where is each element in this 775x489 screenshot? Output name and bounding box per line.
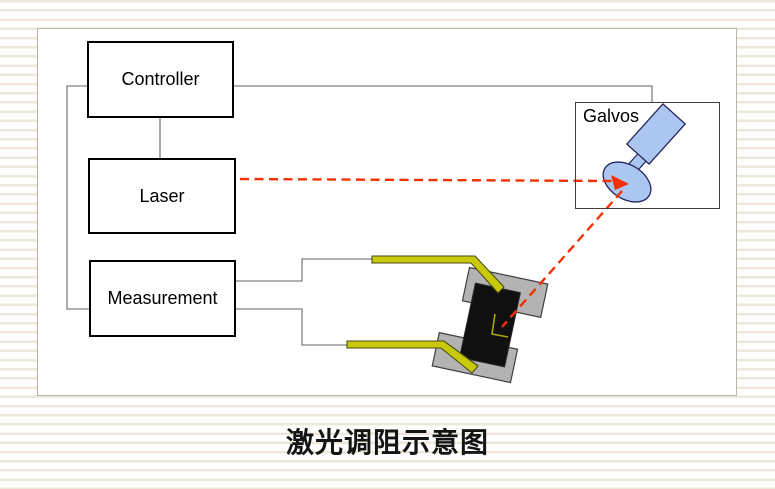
- node-controller: Controller: [87, 41, 234, 118]
- galvo-cylinder: [625, 102, 687, 166]
- node-measurement: Measurement: [89, 260, 236, 337]
- resistor-assembly: [431, 266, 549, 384]
- node-measurement-label: Measurement: [107, 288, 218, 308]
- diagram-caption: 激光调阻示意图: [285, 427, 489, 458]
- node-controller-label: Controller: [121, 69, 200, 89]
- galvo-assembly: [602, 102, 687, 203]
- connector-controller-measurement: [66, 85, 89, 310]
- node-galvos: Galvos: [575, 102, 720, 209]
- connector-measurement-lower-probe: [236, 308, 348, 346]
- connector-controller-galvos: [234, 85, 653, 102]
- node-laser-label: Laser: [139, 185, 185, 206]
- trim-cut-mark: [491, 313, 509, 338]
- lower-probe: [346, 340, 479, 374]
- node-galvos-label: Galvos: [583, 106, 640, 126]
- laser-beam-to-resistor: [501, 190, 623, 328]
- laser-beam-to-galvo: [239, 177, 613, 183]
- connector-measurement-upper-probe: [236, 258, 373, 282]
- upper-probe: [371, 255, 505, 294]
- laser-beam-arrowhead: [611, 175, 629, 190]
- node-laser: Laser: [88, 158, 236, 234]
